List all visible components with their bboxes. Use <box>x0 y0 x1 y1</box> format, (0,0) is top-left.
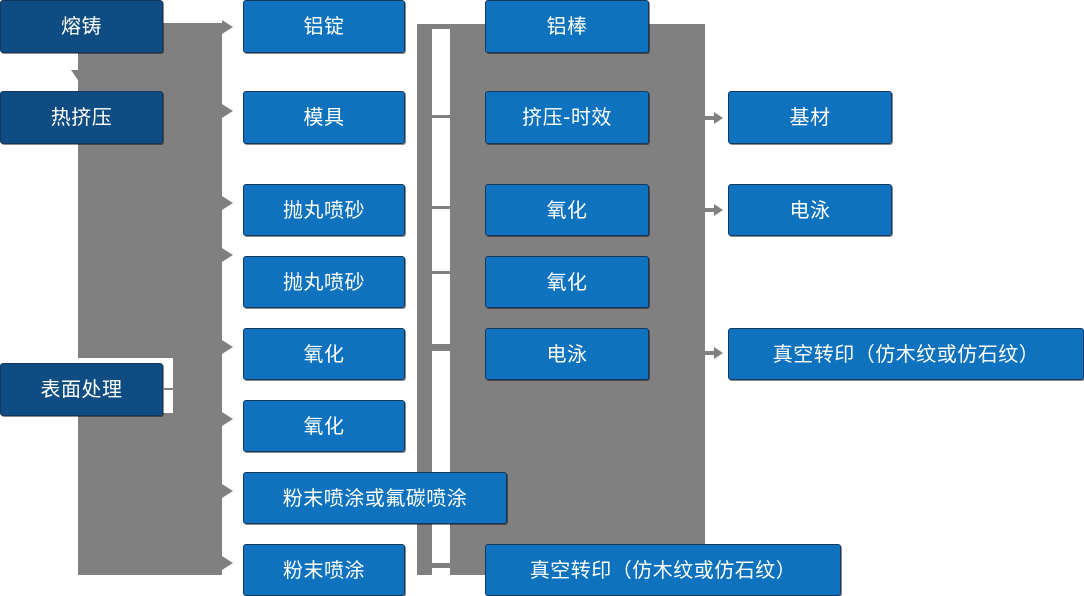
process-label-oxidation-c3-1: 氧化 <box>546 197 588 222</box>
process-box-oxidation-c3-2[interactable]: 氧化 <box>485 256 649 308</box>
connector-tie-5 <box>430 344 452 351</box>
process-label-shot-blasting-2: 抛丸喷砂 <box>283 269 365 294</box>
stage-box-surface-treatment[interactable]: 表面处理 <box>0 363 163 416</box>
process-box-powder-or-fluorocarbon[interactable]: 粉末喷涂或氟碳喷涂 <box>243 472 507 524</box>
output-label-substrate: 基材 <box>789 105 831 129</box>
process-box-oxidation-c2-1[interactable]: 氧化 <box>243 328 405 380</box>
process-label-ingot: 铝锭 <box>303 14 345 38</box>
connector-arrow-down-extrude <box>71 70 85 80</box>
stage-box-hot-extrusion[interactable]: 热挤压 <box>0 91 163 144</box>
connector-arrow-line-vacuum <box>703 351 716 355</box>
connector-arrow-head-substrate <box>714 112 723 124</box>
process-label-vacuum-transfer-c3: 真空转印（仿木纹或仿石纹） <box>529 557 797 582</box>
process-box-extrusion-aging[interactable]: 挤压-时效 <box>485 91 649 144</box>
connector-arrow-line-electro <box>703 208 716 212</box>
connector-tie-4 <box>430 271 452 274</box>
process-label-aluminum-bar: 铝棒 <box>546 14 588 38</box>
connector-arrow-to-c2-oxidize-1 <box>222 340 233 354</box>
process-box-oxidation-c3-1[interactable]: 氧化 <box>485 184 649 236</box>
connector-arrow-to-c2-oxidize-2 <box>222 412 233 426</box>
process-label-powder-coating: 粉末喷涂 <box>283 557 365 582</box>
process-label-extrusion-aging: 挤压-时效 <box>522 105 612 129</box>
connector-arrow-to-c2-blast-1 <box>222 196 233 210</box>
connector-arrow-line-substrate <box>703 116 716 120</box>
stage-label-hot-extrusion: 热挤压 <box>50 105 113 129</box>
process-box-vacuum-transfer-c3[interactable]: 真空转印（仿木纹或仿石纹） <box>485 544 841 596</box>
process-label-shot-blasting-1: 抛丸喷砂 <box>283 197 365 222</box>
process-box-powder-coating[interactable]: 粉末喷涂 <box>243 544 405 596</box>
output-box-vacuum-transfer[interactable]: 真空转印（仿木纹或仿石纹） <box>728 328 1084 380</box>
process-box-ingot[interactable]: 铝锭 <box>243 0 405 53</box>
connector-arrow-head-electro <box>714 204 723 216</box>
connector-tie-1 <box>430 24 452 29</box>
connector-line-surface-to-trunk <box>164 388 182 390</box>
process-label-oxidation-c2-1: 氧化 <box>303 341 345 366</box>
output-label-vacuum-transfer: 真空转印（仿木纹或仿石纹） <box>772 341 1040 366</box>
stage-label-melting: 熔铸 <box>61 14 102 38</box>
connector-arrow-to-c2-mold <box>222 104 233 118</box>
connector-tie-3 <box>430 206 452 209</box>
process-box-shot-blasting-1[interactable]: 抛丸喷砂 <box>243 184 405 236</box>
connector-trunk-left-narrow <box>173 358 222 413</box>
process-label-electrophoresis-c3: 电泳 <box>546 341 588 366</box>
connector-arrow-to-c2-blast-2 <box>222 248 233 262</box>
process-label-powder-or-fluorocarbon: 粉末喷涂或氟碳喷涂 <box>282 485 468 510</box>
process-label-oxidation-c2-2: 氧化 <box>303 413 345 438</box>
process-box-shot-blasting-2[interactable]: 抛丸喷砂 <box>243 256 405 308</box>
output-box-electrophoresis[interactable]: 电泳 <box>728 184 892 236</box>
stage-box-melting[interactable]: 熔铸 <box>0 0 163 53</box>
connector-rail-thin <box>417 24 432 575</box>
connector-arrow-to-c2-powder <box>222 556 233 570</box>
output-label-electrophoresis: 电泳 <box>789 197 831 222</box>
stage-label-surface-treatment: 表面处理 <box>40 377 123 401</box>
process-label-oxidation-c3-2: 氧化 <box>546 269 588 294</box>
output-box-substrate[interactable]: 基材 <box>728 91 892 144</box>
connector-arrow-to-c2-powder-fc <box>222 484 233 498</box>
process-box-oxidation-c2-2[interactable]: 氧化 <box>243 400 405 452</box>
connector-arrow-head-vacuum <box>714 347 723 359</box>
process-box-aluminum-bar[interactable]: 铝棒 <box>485 0 649 53</box>
connector-arrow-to-c2-ingot <box>222 20 233 34</box>
process-label-mold: 模具 <box>303 105 345 129</box>
process-box-mold[interactable]: 模具 <box>243 91 405 144</box>
connector-tie-6 <box>430 563 452 568</box>
process-box-electrophoresis-c3[interactable]: 电泳 <box>485 328 649 380</box>
connector-tie-2 <box>430 115 452 118</box>
